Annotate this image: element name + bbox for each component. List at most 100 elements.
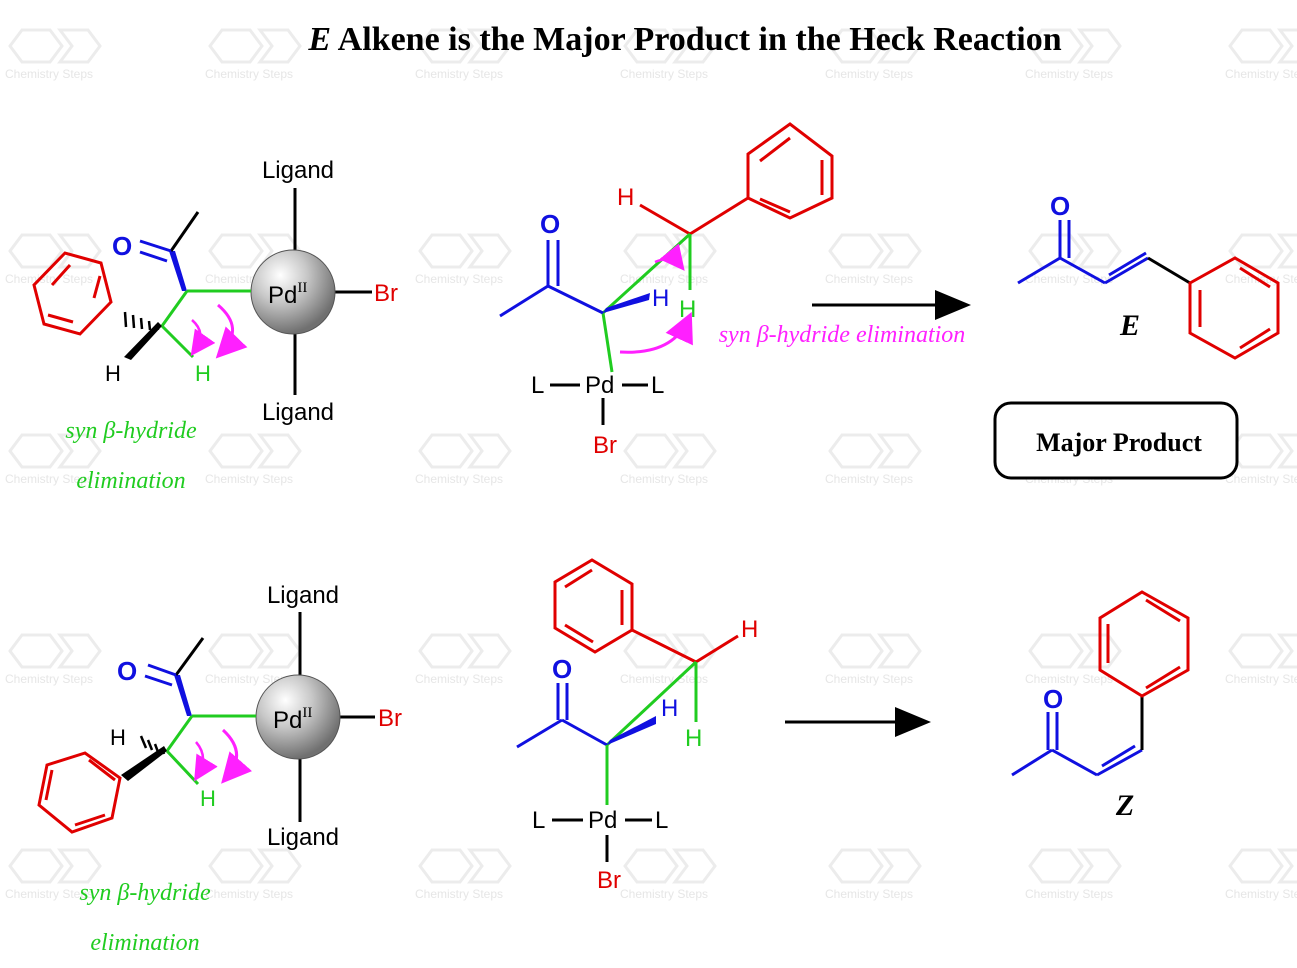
bottom-middle-intermediate: H H H O L Pd L Br <box>516 558 758 894</box>
watermark-logo: Chemistry Steps <box>415 433 512 486</box>
bottom-left-pd-complex: Ligand Ligand Br PdII O H H <box>37 582 402 956</box>
watermark-text: Chemistry Steps <box>205 67 293 81</box>
watermark-text: Chemistry Steps <box>825 272 913 286</box>
svg-text:H: H <box>685 725 702 752</box>
watermark-logo: Chemistry Steps <box>415 848 512 901</box>
watermark-text: Chemistry Steps <box>825 887 913 901</box>
svg-text:H: H <box>110 725 126 750</box>
watermark-logo: Chemistry Steps <box>5 848 102 901</box>
svg-text:H: H <box>652 285 669 312</box>
watermark-logo: Chemistry Steps <box>205 848 302 901</box>
watermark-logo: Chemistry Steps <box>825 28 922 81</box>
svg-text:L: L <box>531 372 544 399</box>
watermark-logo: Chemistry Steps <box>620 233 717 286</box>
watermark-text: Chemistry Steps <box>5 272 93 286</box>
svg-text:O: O <box>117 656 137 686</box>
svg-text:Br: Br <box>378 705 402 732</box>
electron-arrow <box>619 311 693 354</box>
watermark-text: Chemistry Steps <box>1025 672 1113 686</box>
watermark-logo: Chemistry Steps <box>825 433 922 486</box>
svg-text:Ligand: Ligand <box>267 582 339 609</box>
watermark-text: Chemistry Steps <box>205 672 293 686</box>
watermark-logo: Chemistry Steps <box>1225 848 1297 901</box>
watermark-logo: Chemistry Steps <box>1225 633 1297 686</box>
watermark-logo: Chemistry Steps <box>620 28 717 81</box>
electron-arrow <box>654 243 685 271</box>
watermark-text: Chemistry Steps <box>620 672 708 686</box>
watermark-logo: Chemistry Steps <box>205 28 302 81</box>
elimination-caption: elimination <box>76 468 185 494</box>
svg-text:H: H <box>661 695 678 722</box>
watermark-text: Chemistry Steps <box>1225 67 1297 81</box>
svg-text:O: O <box>540 209 560 239</box>
svg-text:Pd: Pd <box>588 807 617 834</box>
watermark-text: Chemistry Steps <box>415 67 503 81</box>
watermark-text: Chemistry Steps <box>620 272 708 286</box>
watermark-logo: Chemistry Steps <box>1025 633 1122 686</box>
svg-text:O: O <box>112 231 132 261</box>
svg-text:H: H <box>741 616 758 643</box>
ligand-label-bottom: Ligand <box>262 399 334 426</box>
electron-arrow <box>190 319 216 357</box>
svg-text:L: L <box>651 372 664 399</box>
watermark-logo: Chemistry Steps <box>1025 848 1122 901</box>
watermark-text: Chemistry Steps <box>1225 472 1297 486</box>
watermark-text: Chemistry Steps <box>620 472 708 486</box>
svg-text:PdII: PdII <box>273 705 312 734</box>
watermark-text: Chemistry Steps <box>5 472 93 486</box>
watermark-logo: Chemistry Steps <box>825 848 922 901</box>
svg-text:H: H <box>200 786 216 811</box>
svg-text:syn β-hydride: syn β-hydride <box>79 880 211 906</box>
svg-text:elimination: elimination <box>90 930 199 956</box>
page-title: E Alkene is the Major Product in the Hec… <box>307 21 1061 58</box>
svg-text:Pd: Pd <box>585 372 614 399</box>
watermark-logo: Chemistry Steps <box>620 633 717 686</box>
watermark-logo: Chemistry Steps <box>205 633 302 686</box>
watermark-text: Chemistry Steps <box>205 472 293 486</box>
watermark-logo: Chemistry Steps <box>205 433 302 486</box>
svg-text:H: H <box>679 296 696 323</box>
watermark-logo: Chemistry Steps <box>1025 28 1122 81</box>
z-alkene-product: O Z <box>1011 590 1190 822</box>
svg-text:Br: Br <box>593 432 617 459</box>
watermark-text: Chemistry Steps <box>1225 887 1297 901</box>
watermark-logo: Chemistry Steps <box>5 433 102 486</box>
ligand-label-top: Ligand <box>262 157 334 184</box>
watermark-text: Chemistry Steps <box>1225 672 1297 686</box>
svg-text:PdII: PdII <box>268 280 307 309</box>
watermark-text: Chemistry Steps <box>415 887 503 901</box>
watermark-logo: Chemistry Steps <box>5 28 102 81</box>
watermark-logo: Chemistry Steps <box>825 233 922 286</box>
svg-text:O: O <box>552 654 572 684</box>
svg-text:H: H <box>195 361 211 386</box>
svg-text:Ligand: Ligand <box>267 824 339 851</box>
watermark-logo: Chemistry Steps <box>1225 233 1297 286</box>
watermark-logo: Chemistry Steps <box>825 633 922 686</box>
watermark-text: Chemistry Steps <box>1025 887 1113 901</box>
svg-text:O: O <box>1050 191 1070 221</box>
svg-text:L: L <box>532 807 545 834</box>
watermark-logo: Chemistry Steps <box>620 433 717 486</box>
top-left-pd-complex: Ligand Ligand Br PdII O H H <box>32 157 398 494</box>
phenyl-ring <box>32 251 113 336</box>
major-product-box: Major Product <box>993 401 1239 480</box>
watermark-text: Chemistry Steps <box>825 67 913 81</box>
watermark-logo: Chemistry Steps <box>1025 233 1122 286</box>
watermark-text: Chemistry Steps <box>5 67 93 81</box>
watermark-text: Chemistry Steps <box>415 672 503 686</box>
top-middle-intermediate: H H H O L Pd L Br syn β-hydride eliminat… <box>499 122 965 459</box>
z-label: Z <box>1115 789 1134 822</box>
watermark-text: Chemistry Steps <box>825 472 913 486</box>
watermark-logo: Chemistry Steps <box>415 233 512 286</box>
svg-text:H: H <box>105 361 121 386</box>
syn-beta-caption: syn β-hydride <box>65 418 197 444</box>
major-product-label: Major Product <box>1036 428 1202 457</box>
watermark-text: Chemistry Steps <box>205 887 293 901</box>
watermark-text: Chemistry Steps <box>5 887 93 901</box>
watermark-text: Chemistry Steps <box>5 672 93 686</box>
watermark-logo: Chemistry Steps <box>415 28 512 81</box>
svg-text:Br: Br <box>597 867 621 894</box>
e-label: E <box>1119 309 1140 342</box>
